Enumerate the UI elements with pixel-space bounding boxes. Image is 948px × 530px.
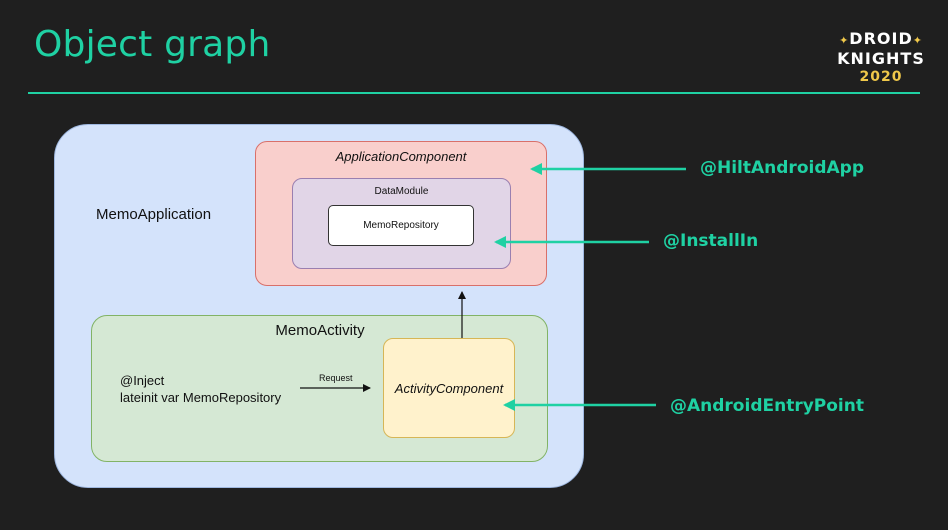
application-component-label: ApplicationComponent — [335, 149, 467, 164]
request-label: Request — [319, 373, 353, 383]
logo-line-1: DROID — [849, 29, 913, 48]
droidknights-logo: ✦DROID✦ KNIGHTS 2020 — [836, 30, 926, 86]
data-module-label: DataModule — [374, 186, 429, 197]
sparkle-icon: ✦ — [912, 34, 923, 47]
logo-line-2: KNIGHTS — [837, 49, 925, 68]
memo-repository-box: MemoRepository — [328, 205, 474, 246]
install-in-annotation: @InstallIn — [663, 231, 759, 251]
memo-repository-label: MemoRepository — [363, 220, 439, 231]
title-divider — [28, 92, 920, 94]
hilt-android-app-annotation: @HiltAndroidApp — [700, 158, 864, 178]
activity-component-box: ActivityComponent — [383, 338, 515, 438]
memo-activity-label: MemoActivity — [275, 322, 365, 339]
sparkle-icon: ✦ — [839, 34, 850, 47]
inject-line-2: lateinit var MemoRepository — [120, 390, 282, 405]
activity-component-label: ActivityComponent — [394, 380, 504, 396]
memo-application-label: MemoApplication — [96, 206, 212, 223]
inject-code: @Inject lateinit var MemoRepository — [120, 372, 281, 406]
android-entry-point-annotation: @AndroidEntryPoint — [670, 396, 864, 416]
slide-title: Object graph — [34, 24, 271, 65]
logo-line-3: 2020 — [859, 69, 903, 85]
inject-line-1: @Inject — [120, 373, 165, 388]
